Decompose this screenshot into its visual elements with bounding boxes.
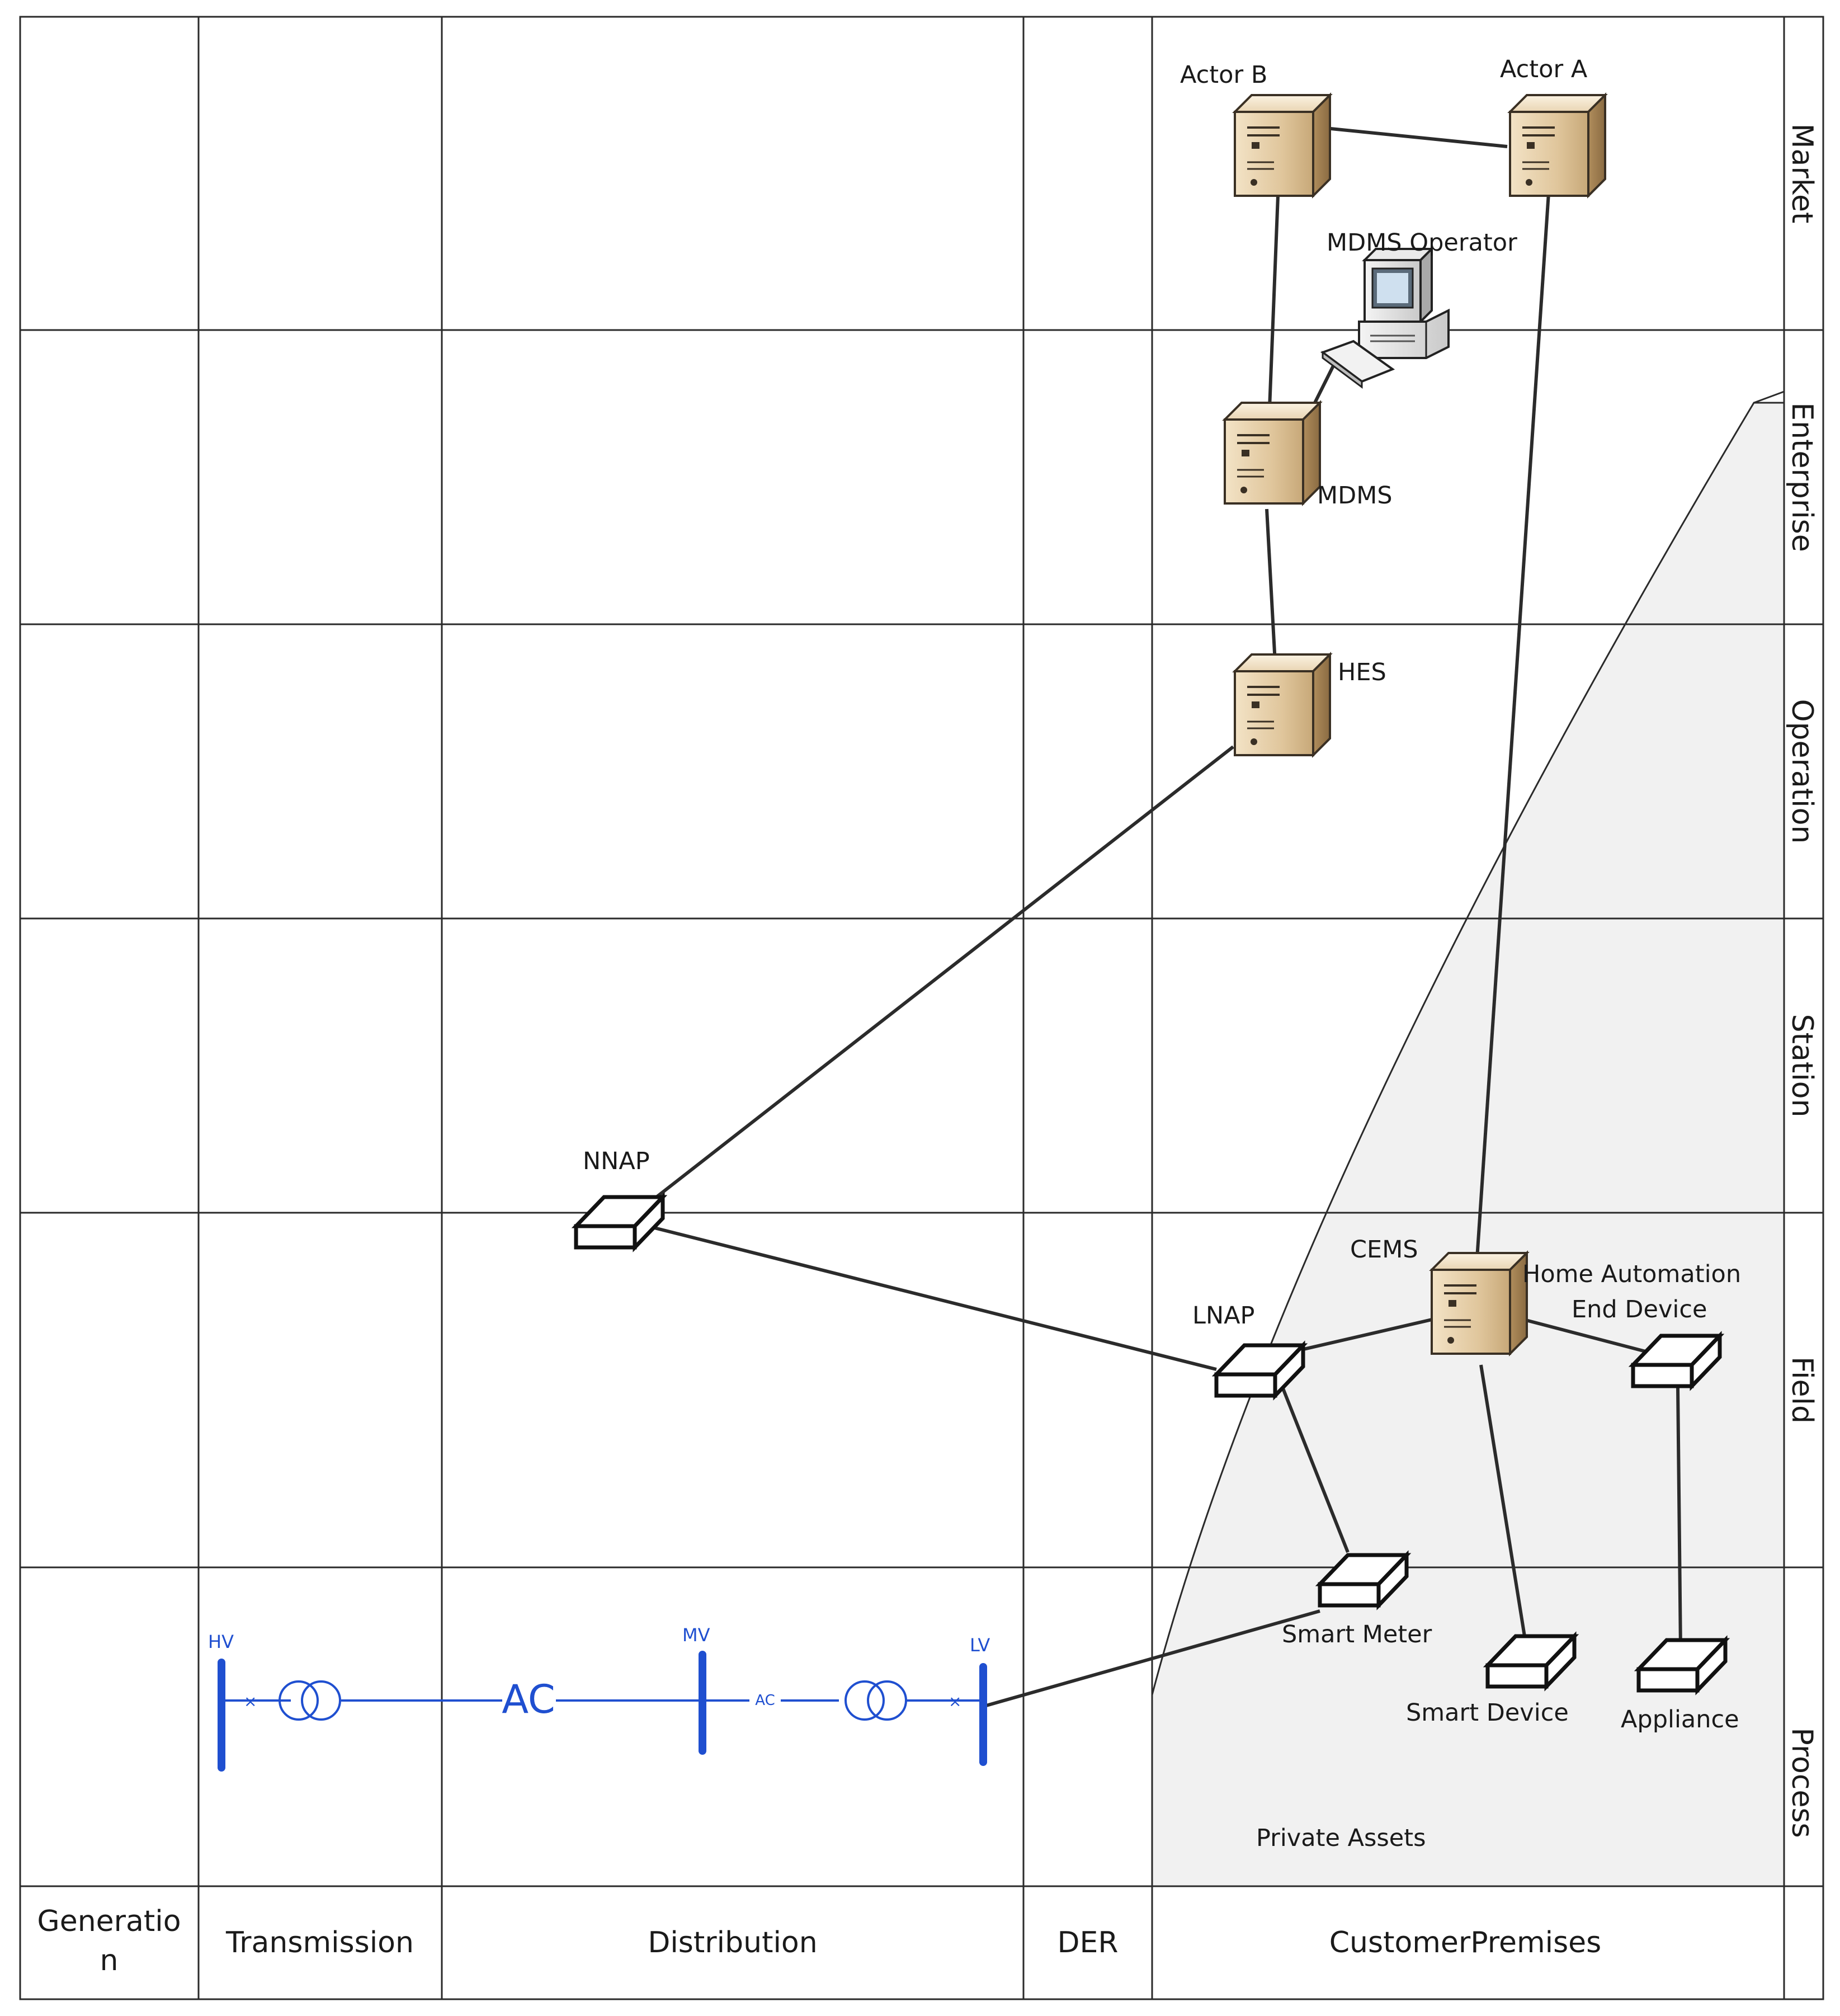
cems-server-icon bbox=[1431, 1252, 1528, 1355]
svg-text:×: × bbox=[949, 1692, 961, 1711]
domain-generation-line1: Generatio bbox=[37, 1905, 181, 1938]
hv-label: HV bbox=[208, 1631, 234, 1652]
lv-label: LV bbox=[970, 1635, 990, 1656]
zone-operation: Operation bbox=[1785, 699, 1819, 844]
cems-label: CEMS bbox=[1350, 1236, 1418, 1264]
link-homeauto-appliance bbox=[1676, 1387, 1682, 1651]
link-cems-homeauto bbox=[1504, 1313, 1650, 1354]
mdms-operator-label: MDMS Operator bbox=[1327, 229, 1517, 257]
zone-labels: Market Enterprise Operation Station Fiel… bbox=[1785, 124, 1819, 1838]
mv-label: MV bbox=[682, 1624, 710, 1646]
smart-device-label: Smart Device bbox=[1406, 1699, 1569, 1727]
domain-customer-premises: CustomerPremises bbox=[1329, 1926, 1602, 1960]
link-cems-smartdevice bbox=[1479, 1364, 1528, 1651]
hes-label: HES bbox=[1338, 658, 1386, 686]
zone-field: Field bbox=[1785, 1356, 1819, 1424]
home-automation-label-line1: Home Automation bbox=[1522, 1260, 1741, 1288]
sgam-grid bbox=[19, 16, 1824, 2000]
mdms-label: MDMS bbox=[1317, 482, 1393, 510]
link-actorb-mdms bbox=[1268, 195, 1280, 409]
lnap-label: LNAP bbox=[1192, 1302, 1254, 1330]
zone-enterprise: Enterprise bbox=[1785, 402, 1819, 552]
link-hes-nnap bbox=[628, 745, 1234, 1220]
zone-market: Market bbox=[1785, 124, 1819, 224]
workstation-icon bbox=[1320, 246, 1450, 389]
zone-process: Process bbox=[1785, 1727, 1819, 1838]
home-automation-label-line2: End Device bbox=[1572, 1296, 1707, 1323]
nnap-label: NNAP bbox=[583, 1147, 650, 1175]
electrical-single-line: HV MV LV × AC AC × bbox=[208, 1624, 990, 1772]
link-lv-smartmeter bbox=[984, 1609, 1320, 1708]
node-labels: Actor B Actor A MDMS Operator MDMS HES N… bbox=[583, 55, 1741, 1852]
actor-a-label: Actor A bbox=[1500, 55, 1588, 83]
zone-station: Station bbox=[1785, 1014, 1819, 1118]
ac-main-label: AC bbox=[502, 1676, 555, 1722]
domain-der: DER bbox=[1057, 1926, 1118, 1960]
smart-meter-label: Smart Meter bbox=[1282, 1621, 1432, 1648]
ac-small-label: AC bbox=[755, 1692, 775, 1709]
domain-transmission: Transmission bbox=[225, 1926, 414, 1960]
nnap-device-icon bbox=[576, 1197, 663, 1247]
hes-server-icon bbox=[1234, 653, 1331, 756]
svg-text:×: × bbox=[244, 1692, 257, 1711]
actor-a-server-icon bbox=[1509, 94, 1606, 197]
mv-transformer-icon bbox=[844, 1680, 907, 1721]
link-mdms-hes bbox=[1265, 508, 1277, 663]
appliance-label: Appliance bbox=[1621, 1706, 1739, 1734]
link-actora-cems bbox=[1475, 184, 1551, 1268]
actor-b-label: Actor B bbox=[1180, 61, 1267, 89]
link-nnap-lnap bbox=[654, 1226, 1217, 1371]
private-assets-label: Private Assets bbox=[1256, 1824, 1426, 1852]
link-actorb-actora bbox=[1319, 126, 1508, 148]
mdms-server-icon bbox=[1224, 402, 1321, 505]
domain-labels: Generatio n Transmission Distribution DE… bbox=[37, 1905, 1601, 1977]
domain-generation-line2: n bbox=[100, 1944, 119, 1977]
link-lnap-smartmeter bbox=[1279, 1382, 1350, 1553]
private-assets-area bbox=[1151, 402, 1785, 1887]
actor-b-server-icon bbox=[1234, 94, 1331, 197]
domain-distribution: Distribution bbox=[648, 1926, 817, 1960]
